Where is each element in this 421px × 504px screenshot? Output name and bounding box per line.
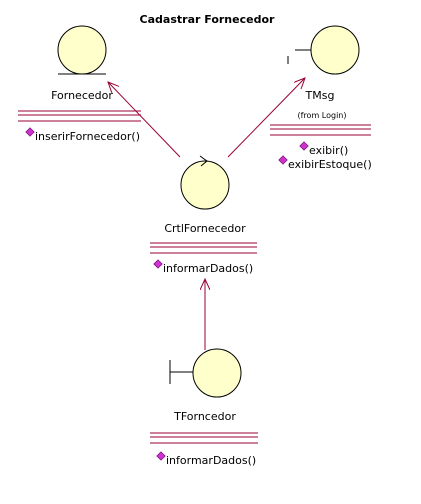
package-note: (from Login) [298, 111, 347, 120]
operation-label: exibir() [309, 144, 348, 157]
operation-label: informarDados() [163, 262, 253, 275]
operation-item[interactable]: inserirFornecedor() [25, 127, 140, 143]
operation-item[interactable]: exibirEstoque() [278, 155, 372, 171]
boundary-icon [287, 25, 360, 75]
class-compartment-lines [18, 110, 141, 122]
method-icon [299, 141, 309, 151]
diagram-title: Cadastrar Fornecedor [140, 13, 275, 26]
class-name: Fornecedor [51, 89, 113, 102]
class-name: TForncedor [173, 410, 236, 423]
method-icon [25, 127, 35, 137]
class-compartment-lines [150, 242, 257, 254]
class-name: CrtlFornecedor [164, 222, 246, 235]
method-icon [156, 451, 166, 461]
class-crtlfornecedor[interactable]: CrtlFornecedor informarDados() [150, 155, 257, 275]
class-tforncedor[interactable]: TForncedor informarDados() [150, 348, 258, 467]
operation-label: inserirFornecedor() [35, 130, 140, 143]
class-fornecedor[interactable]: Fornecedor inserirFornecedor() [18, 25, 141, 143]
operation-label: informarDados() [166, 454, 256, 467]
class-compartment-lines [270, 124, 371, 136]
method-icon [278, 155, 288, 165]
operation-item[interactable]: informarDados() [153, 259, 253, 275]
association-crtl-to-fornecedor [108, 82, 181, 158]
boundary-icon [169, 348, 242, 398]
operation-item[interactable]: exibir() [299, 141, 349, 157]
entity-icon [57, 25, 107, 75]
class-tmsg[interactable]: TMsg (from Login) exibir() exibirEstoque… [270, 25, 372, 171]
class-compartment-lines [150, 432, 258, 444]
class-name: TMsg [305, 89, 335, 102]
association-crtl-to-tmsg [227, 78, 305, 158]
operation-label: exibirEstoque() [288, 158, 372, 171]
operation-item[interactable]: informarDados() [156, 451, 256, 467]
method-icon [153, 259, 163, 269]
control-icon [180, 155, 230, 210]
